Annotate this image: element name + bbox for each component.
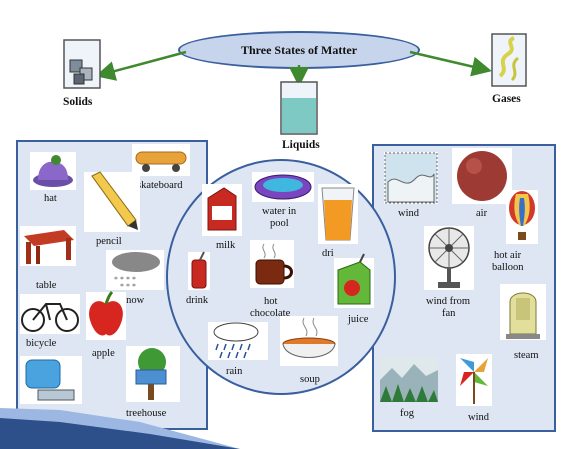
gases-label: Gases bbox=[492, 93, 521, 105]
item-air: air bbox=[476, 208, 488, 219]
solids-label: Solids bbox=[63, 96, 93, 108]
item-juice: juice bbox=[348, 314, 369, 325]
apple-tile bbox=[86, 290, 126, 340]
solids-beaker-icon bbox=[63, 39, 101, 89]
bicycle-tile bbox=[20, 294, 80, 334]
decorative-ribbon bbox=[0, 408, 240, 449]
fan-tile bbox=[424, 226, 474, 290]
steam-iron-icon bbox=[506, 292, 540, 339]
rain-icon bbox=[213, 322, 259, 359]
snow-icon: * * * * * * * bbox=[112, 252, 160, 291]
wind-map-tile bbox=[384, 152, 438, 204]
item-fog: fog bbox=[400, 408, 414, 419]
title-ellipse: Three States of Matter bbox=[178, 31, 420, 69]
arrow-to-solids bbox=[95, 50, 187, 81]
item-skateboard: skateboard bbox=[137, 180, 183, 191]
glass-tile bbox=[318, 184, 358, 244]
table-icon bbox=[24, 230, 74, 264]
skateboard-icon bbox=[135, 151, 187, 172]
fog-landscape-icon bbox=[380, 356, 438, 402]
orange-drink-icon bbox=[321, 187, 355, 241]
soda-can-icon bbox=[191, 251, 207, 289]
treehouse-tile bbox=[126, 346, 180, 402]
item-snow: snow bbox=[122, 295, 145, 306]
item-balloon: balloon bbox=[492, 262, 524, 273]
steam-tile bbox=[500, 284, 546, 340]
hot-chocolate-tile bbox=[250, 240, 294, 288]
computer-icon bbox=[25, 359, 75, 401]
weather-map-icon bbox=[384, 152, 438, 204]
item-wind-2: wind bbox=[468, 412, 489, 423]
item-fan: fan bbox=[442, 308, 456, 319]
hot-air-balloon-icon bbox=[509, 191, 535, 240]
table-tile bbox=[20, 226, 76, 266]
air-tile bbox=[452, 148, 512, 204]
gases-beaker-icon bbox=[491, 33, 527, 87]
item-rain: rain bbox=[226, 366, 243, 377]
treehouse-icon bbox=[135, 348, 167, 400]
item-milk: milk bbox=[216, 240, 236, 251]
item-bicycle: bicycle bbox=[26, 338, 57, 349]
item-wind-1: wind bbox=[398, 208, 419, 219]
apple-icon bbox=[89, 290, 123, 336]
item-pool: pool bbox=[270, 218, 289, 229]
hat-icon bbox=[33, 155, 73, 187]
item-chocolate: chocolate bbox=[250, 308, 291, 319]
liquids-beaker-icon bbox=[280, 81, 318, 135]
item-hat: hat bbox=[44, 193, 57, 204]
item-apple: apple bbox=[92, 348, 115, 359]
svg-text:* * * *: * * * * bbox=[114, 275, 136, 284]
pool-icon bbox=[254, 174, 312, 200]
electric-fan-icon bbox=[428, 227, 470, 288]
pencil-icon bbox=[91, 171, 138, 230]
item-treehouse: treehouse bbox=[126, 408, 167, 419]
juice-tile bbox=[334, 253, 374, 308]
item-water-in: water in bbox=[262, 206, 297, 217]
bicycle-icon bbox=[21, 303, 79, 332]
arrow-to-gases bbox=[409, 50, 492, 77]
pinwheel-icon bbox=[460, 358, 488, 404]
hot-chocolate-icon bbox=[255, 243, 293, 285]
pencil-tile bbox=[84, 171, 140, 232]
diagram-title: Three States of Matter bbox=[240, 42, 358, 57]
rain-tile bbox=[208, 322, 268, 360]
pinwheel-tile bbox=[456, 354, 492, 406]
item-hot: hot bbox=[264, 296, 278, 307]
snow-tile: * * * * * * * bbox=[106, 250, 164, 291]
computer-tile bbox=[20, 356, 82, 404]
item-drink: drink bbox=[186, 295, 209, 306]
liquids-label: Liquids bbox=[282, 139, 320, 151]
milk-tile bbox=[202, 184, 242, 236]
item-soup: soup bbox=[300, 374, 320, 385]
item-wind-from: wind from bbox=[426, 296, 471, 307]
item-dri: dri bbox=[322, 248, 334, 259]
fog-tile bbox=[380, 356, 438, 402]
svg-text:* * *: * * * bbox=[120, 282, 136, 291]
ball-icon bbox=[457, 151, 507, 201]
drink-tile bbox=[188, 251, 210, 290]
balloon-tile bbox=[506, 190, 538, 244]
juice-box-icon bbox=[337, 253, 371, 305]
item-pencil: pencil bbox=[96, 236, 122, 247]
item-table: table bbox=[36, 280, 57, 291]
item-hot-air: hot air bbox=[494, 250, 522, 261]
item-steam: steam bbox=[514, 350, 539, 361]
pool-tile bbox=[252, 172, 314, 202]
milk-icon bbox=[207, 187, 237, 231]
soup-bowl-icon bbox=[282, 317, 336, 358]
soup-tile bbox=[280, 316, 338, 366]
hat-tile bbox=[30, 152, 76, 190]
skateboard-tile bbox=[132, 144, 190, 176]
